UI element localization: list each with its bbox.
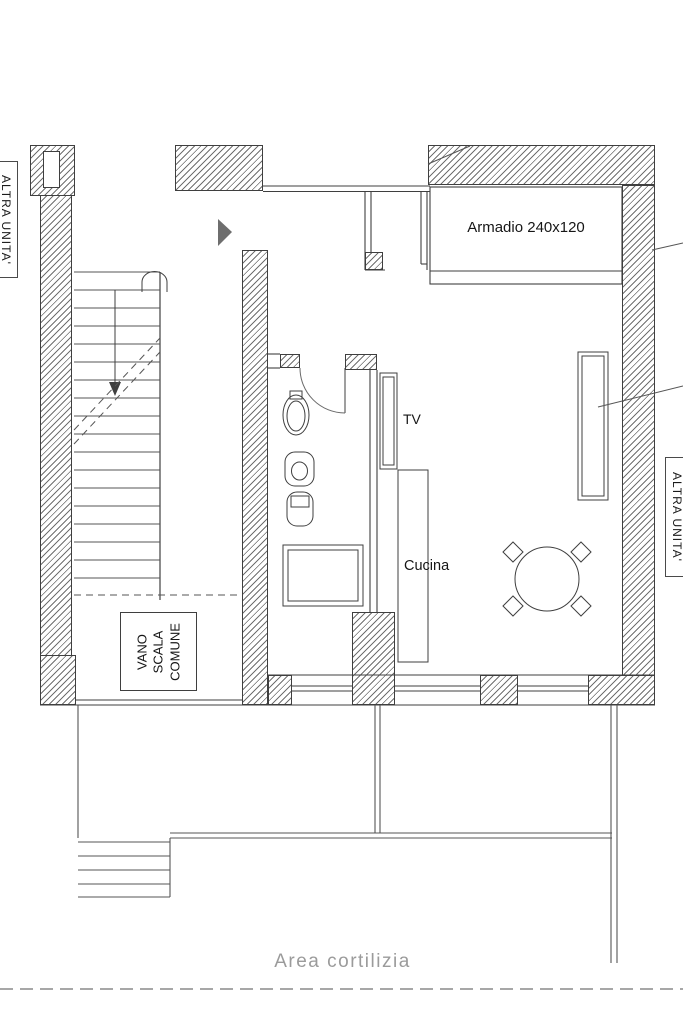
furniture — [379, 351, 609, 663]
wall-top-right — [428, 145, 655, 185]
stairwell-label: VANO SCALA COMUNE — [134, 614, 183, 690]
stairwell-label-box: VANO SCALA COMUNE — [120, 612, 197, 691]
wall-bath-stub-right — [345, 354, 377, 370]
wall-south-pier-2 — [480, 675, 518, 705]
adjacent-unit-left-box: ALTRA UNITA' — [0, 161, 18, 278]
adjacent-unit-left-label: ALTRA UNITA' — [0, 174, 13, 265]
structure-lines — [40, 185, 655, 706]
kitchen-counter — [397, 469, 429, 663]
leader-lines — [427, 145, 683, 408]
closet-lines — [364, 191, 428, 271]
wardrobe-label: Armadio 240x120 — [467, 219, 585, 236]
shelf-unit — [577, 351, 609, 501]
toilet-icon — [286, 491, 314, 527]
kitchen-label: Cucina — [404, 558, 450, 574]
sink-icon — [282, 394, 310, 436]
sink-faucet — [289, 390, 303, 400]
shower-tray — [282, 544, 364, 607]
chair-icon — [570, 541, 592, 563]
tv-label: TV — [403, 411, 421, 427]
bathroom-fixtures — [282, 367, 364, 607]
chair-icon — [502, 541, 524, 563]
bath-door-swing — [299, 367, 346, 414]
courtyard-label: Area cortilizia — [274, 951, 411, 972]
wall-central — [242, 250, 268, 705]
adjacent-unit-right-label: ALTRA UNITA' — [670, 472, 683, 562]
stair-newel — [141, 271, 168, 292]
dining-table — [514, 546, 580, 612]
wall-bath-bottom-pier — [352, 612, 395, 705]
staircase — [73, 271, 242, 600]
stairwell-label-line1: VANO — [134, 633, 150, 670]
wall-top-entry — [175, 145, 263, 191]
chair-icon — [570, 595, 592, 617]
entry-marker-icon — [218, 219, 232, 246]
wardrobe — [429, 186, 623, 285]
stairwell-label-line3: COMUNE — [166, 622, 182, 681]
wall-left — [40, 195, 72, 657]
tv-unit — [379, 372, 398, 470]
bidet-icon — [284, 451, 315, 487]
chair-icon — [502, 595, 524, 617]
wall-south-pier-3 — [588, 675, 655, 705]
wall-south-pier-1 — [268, 675, 292, 705]
wall-bath-stub-left — [280, 354, 300, 368]
wall-niche — [43, 151, 60, 188]
wall-right — [622, 185, 655, 705]
stairwell-label-line2: SCALA — [150, 630, 166, 673]
adjacent-unit-right-box: ALTRA UNITA' — [665, 457, 683, 577]
stair-arrow-head — [109, 382, 121, 396]
courtyard-lines — [0, 705, 683, 990]
